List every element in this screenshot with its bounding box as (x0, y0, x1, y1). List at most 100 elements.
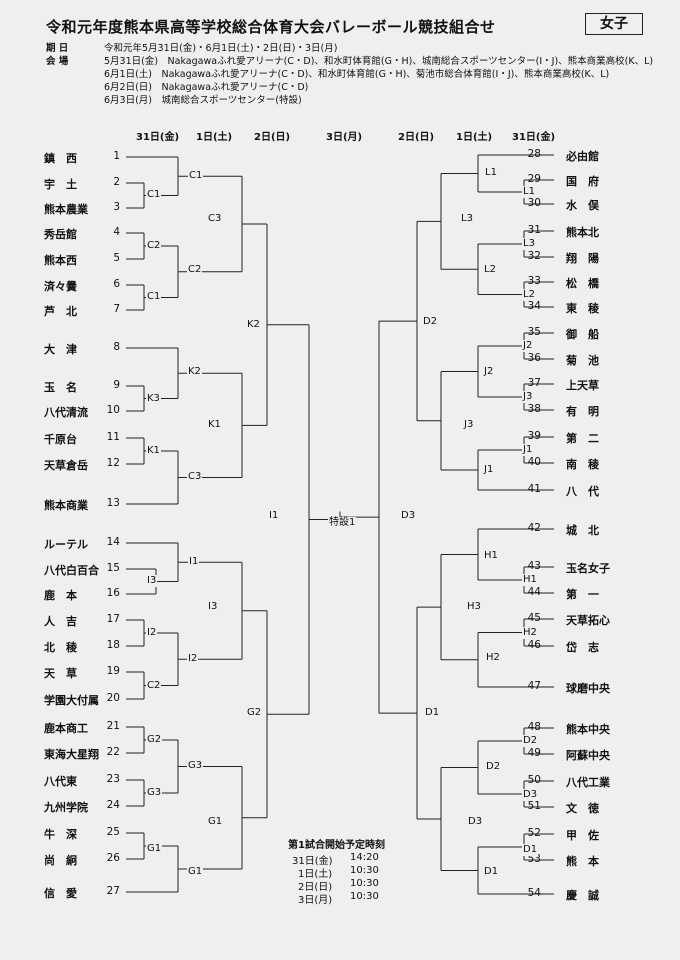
match-label: C1 (188, 170, 204, 182)
match-label: L2 (483, 264, 497, 276)
seed-number: 29 (527, 173, 541, 185)
team-name: 済々黌 (44, 280, 77, 293)
seed-number: 10 (106, 404, 120, 416)
seed-number: 8 (113, 341, 120, 353)
match-label: D2 (485, 761, 502, 773)
team-name: 芦 北 (44, 305, 77, 318)
seed-number: 51 (527, 800, 541, 812)
period-value: 令和元年5月31日(金)・6月1日(土)・2日(日)・3日(月) (104, 43, 338, 54)
seed-number: 36 (527, 352, 541, 364)
match-label: J2 (522, 340, 534, 352)
schedule-heading: 第1試合開始予定時刻 (288, 840, 385, 851)
team-name: 鹿本商工 (44, 722, 88, 735)
seed-number: 14 (106, 536, 120, 548)
seed-number: 31 (527, 224, 541, 236)
seed-number: 50 (527, 774, 541, 786)
seed-number: 40 (527, 456, 541, 468)
match-label: J1 (483, 464, 495, 476)
team-name: 秀岳館 (44, 228, 77, 241)
schedule-day: 1日(土) (298, 869, 333, 880)
column-header: 3日(月) (326, 132, 363, 143)
team-name: 玉 名 (44, 381, 77, 394)
start-time-schedule: 第1試合開始予定時刻 31日(金) 14:20 1日(土) 10:30 2日(日… (288, 836, 385, 906)
seed-number: 32 (527, 250, 541, 262)
match-label: H2 (522, 627, 538, 639)
schedule-time: 10:30 (350, 878, 379, 889)
seed-number: 45 (527, 612, 541, 624)
venue-line: 6月1日(土) Nakagawaふれ愛アリーナ(C・D)、和水町体育館(G・H)… (104, 69, 610, 80)
team-name: 熊本西 (44, 254, 77, 267)
match-label: H1 (483, 550, 499, 562)
seed-number: 26 (106, 852, 120, 864)
period-label: 期 日 (46, 43, 69, 54)
match-label: D3 (400, 510, 417, 522)
team-name: 八代東 (44, 775, 77, 788)
seed-number: 2 (113, 176, 120, 188)
match-label: C3 (207, 213, 223, 225)
seed-number: 30 (527, 197, 541, 209)
match-label: D2 (522, 735, 539, 747)
seed-number: 47 (527, 680, 541, 692)
seed-number: 1 (113, 150, 120, 162)
match-label: L3 (460, 213, 474, 225)
match-label: D2 (422, 316, 439, 328)
team-name: 岱 志 (566, 641, 599, 654)
team-name: 文 徳 (566, 802, 599, 815)
match-label: I2 (187, 653, 199, 665)
seed-number: 11 (106, 431, 120, 443)
team-name: 尚 絅 (44, 854, 77, 867)
match-label: K3 (146, 393, 161, 405)
schedule-day: 2日(日) (298, 882, 333, 893)
team-name: 学園大付属 (44, 694, 99, 707)
match-label: J3 (522, 391, 534, 403)
team-name: 国 府 (566, 175, 599, 188)
page-title: 令和元年度熊本県高等学校総合体育大会バレーボール競技組合せ (46, 18, 496, 36)
match-label: G3 (146, 787, 163, 799)
team-name: 鎮 西 (44, 152, 77, 165)
venue-line: 6月2日(日) Nakagawaふれ愛アリーナ(C・D) (104, 82, 309, 93)
match-label: L1 (522, 186, 536, 198)
seed-number: 46 (527, 639, 541, 651)
seed-number: 43 (527, 560, 541, 572)
seed-number: 42 (527, 522, 541, 534)
team-name: 上天草 (566, 379, 599, 392)
team-name: ルーテル (44, 538, 88, 551)
match-label: I3 (207, 601, 219, 613)
schedule-day: 31日(金) (292, 856, 333, 867)
team-name: 天草倉岳 (44, 459, 88, 472)
match-label: K2 (246, 319, 261, 331)
column-header: 2日(日) (254, 132, 291, 143)
seed-number: 23 (106, 773, 120, 785)
seed-number: 25 (106, 826, 120, 838)
seed-number: 38 (527, 403, 541, 415)
team-name: 必由館 (566, 150, 599, 163)
match-label: C1 (146, 189, 162, 201)
schedule-time: 10:30 (350, 865, 379, 876)
match-label: D1 (522, 844, 539, 856)
team-name: 牛 深 (44, 828, 77, 841)
seed-number: 52 (527, 827, 541, 839)
team-name: 菊 池 (566, 354, 599, 367)
team-name: 熊 本 (566, 855, 599, 868)
match-label: D1 (483, 866, 500, 878)
team-name: 城 北 (566, 524, 599, 537)
match-label: D1 (424, 707, 441, 719)
venue-line: 5月31日(金) Nakagawaふれ愛アリーナ(C・D)、和水町体育館(G・H… (104, 56, 654, 67)
seed-number: 13 (106, 497, 120, 509)
match-label: G1 (146, 843, 163, 855)
seed-number: 28 (527, 148, 541, 160)
match-label: C3 (187, 471, 203, 483)
seed-number: 24 (106, 799, 120, 811)
team-name: 玉名女子 (566, 562, 610, 575)
team-name: 慶 誠 (566, 889, 599, 902)
seed-number: 39 (527, 430, 541, 442)
column-header: 2日(日) (398, 132, 435, 143)
seed-number: 34 (527, 300, 541, 312)
team-name: 御 船 (566, 328, 599, 341)
seed-number: 18 (106, 639, 120, 651)
team-name: 熊本中央 (566, 723, 610, 736)
seed-number: 22 (106, 746, 120, 758)
match-label: I3 (146, 575, 158, 587)
venue-label: 会 場 (46, 56, 69, 67)
